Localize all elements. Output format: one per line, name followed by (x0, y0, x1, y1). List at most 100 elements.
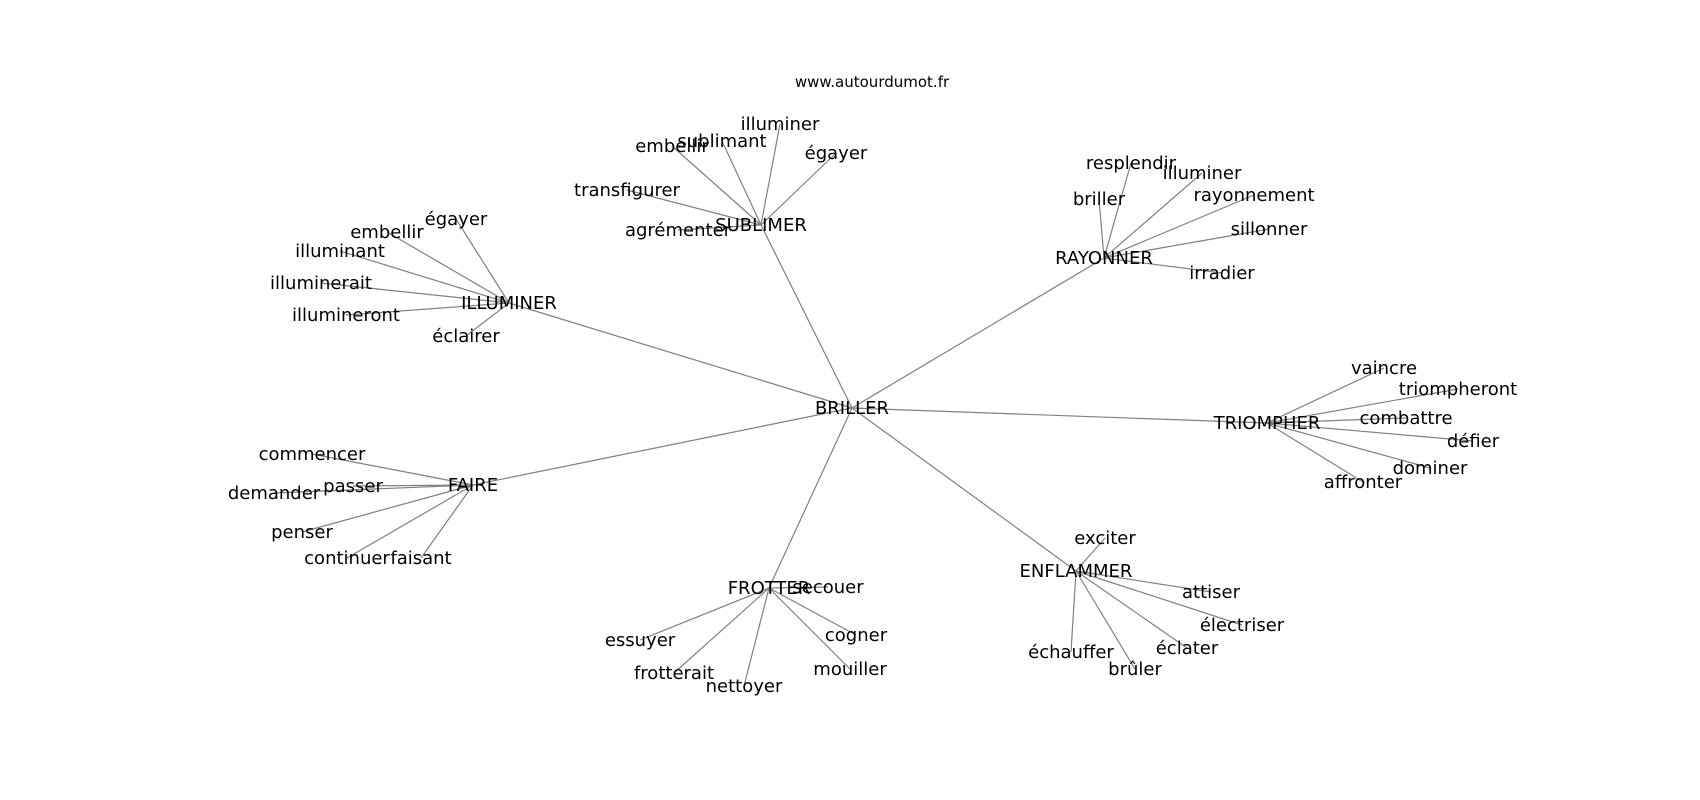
edge-triompher-child (1266, 417, 1407, 424)
child-word[interactable]: mouiller (813, 659, 887, 680)
child-word[interactable]: égayer (425, 209, 488, 230)
child-word[interactable]: éclairer (432, 326, 500, 347)
child-word[interactable]: sillonner (1231, 219, 1308, 240)
child-word[interactable]: passer (323, 476, 383, 497)
child-word[interactable]: transfigurer (574, 180, 681, 201)
child-word[interactable]: briller (1073, 189, 1126, 210)
child-word[interactable]: continuer (304, 548, 390, 569)
child-word[interactable]: égayer (805, 143, 868, 164)
edge-root-triompher (851, 407, 1268, 424)
child-word[interactable]: sublimant (677, 131, 766, 152)
edge-enflammer-child (1075, 570, 1136, 670)
child-word[interactable]: brûler (1108, 659, 1162, 680)
edge-frotter-child (743, 587, 770, 687)
child-word[interactable]: électriser (1200, 615, 1285, 636)
edge-triompher-child (1266, 422, 1431, 469)
child-word[interactable]: éclater (1156, 638, 1219, 659)
child-word[interactable]: dominer (1393, 458, 1468, 479)
child-word[interactable]: illuminant (295, 241, 385, 262)
edge-root-faire (472, 407, 853, 486)
cluster-word-triompher[interactable]: TRIOMPHER (1213, 413, 1321, 434)
child-word[interactable]: penser (271, 522, 333, 543)
edge-rayonner-child (1103, 194, 1255, 259)
child-word[interactable]: illuminer (741, 114, 820, 135)
child-word[interactable]: combattre (1359, 408, 1452, 429)
edge-sublimer-child (626, 189, 762, 226)
edge-frotter-child (673, 587, 770, 674)
edge-sublimer-child (760, 152, 837, 226)
edge-faire-child (311, 453, 474, 486)
edges-layer (273, 123, 1474, 687)
labels-layer: www.autourdumot.fr BRILLER embellirsubli… (228, 73, 1517, 697)
child-word[interactable]: illuminer (1163, 163, 1242, 184)
edge-rayonner-child (1098, 198, 1105, 259)
child-word[interactable]: faisant (390, 548, 451, 569)
edge-triompher-child (1266, 422, 1474, 442)
child-word[interactable]: embellir (635, 136, 709, 157)
child-word[interactable]: demander (228, 483, 321, 504)
edge-illuminer-child (455, 218, 510, 304)
child-word[interactable]: resplendir (1086, 153, 1177, 174)
edge-faire-child (273, 484, 474, 494)
cluster-word-frotter[interactable]: FROTTER (728, 578, 811, 599)
edge-frotter-child (768, 587, 851, 670)
cluster-word-sublimer[interactable]: SUBLIMER (715, 215, 807, 236)
child-word[interactable]: nettoyer (706, 676, 783, 697)
edge-frotter-child (768, 587, 857, 636)
edge-faire-child (420, 484, 474, 559)
cluster-word-faire[interactable]: FAIRE (448, 475, 498, 496)
edge-enflammer-child (1075, 570, 1212, 593)
edge-root-enflammer (851, 407, 1077, 572)
edge-rayonner-child (1103, 228, 1270, 259)
edge-frotter-child (639, 587, 770, 641)
child-word[interactable]: rayonnement (1193, 185, 1314, 206)
edge-illuminer-child (345, 302, 510, 316)
edge-sublimer-child (721, 140, 762, 226)
child-word[interactable]: irradier (1189, 263, 1255, 284)
edge-triompher-child (1266, 388, 1459, 424)
child-word[interactable]: secouer (792, 577, 864, 598)
child-word[interactable]: vaincre (1351, 358, 1417, 379)
edge-root-frotter (768, 407, 853, 589)
edge-sublimer-child (671, 145, 762, 226)
edge-enflammer-child (1075, 570, 1243, 626)
child-word[interactable]: exciter (1074, 528, 1136, 549)
edge-faire-child (301, 484, 474, 533)
child-word[interactable]: illuminerait (270, 273, 372, 294)
edge-root-illuminer (508, 302, 853, 409)
child-word[interactable]: attiser (1182, 582, 1241, 603)
child-word[interactable]: échauffer (1028, 642, 1114, 663)
edge-faire-child (352, 484, 474, 487)
edge-enflammer-child (1070, 570, 1077, 653)
edge-sublimer-child (760, 123, 781, 226)
cluster-word-rayonner[interactable]: RAYONNER (1055, 248, 1153, 269)
cluster-word-enflammer[interactable]: ENFLAMMER (1020, 561, 1133, 582)
root-word[interactable]: BRILLER (815, 398, 889, 419)
child-word[interactable]: agrémenter (625, 220, 732, 241)
child-word[interactable]: commencer (259, 444, 366, 465)
edge-illuminer-child (465, 302, 510, 337)
edge-sublimer-child (677, 224, 762, 231)
edge-root-rayonner (851, 257, 1105, 409)
edge-triompher-child (1266, 367, 1385, 424)
edge-illuminer-child (386, 231, 510, 304)
child-word[interactable]: essuyer (605, 630, 676, 651)
child-word[interactable]: triompheront (1399, 379, 1517, 400)
source-watermark: www.autourdumot.fr (795, 73, 950, 91)
edge-rayonner-child (1103, 172, 1203, 259)
cluster-word-illuminer[interactable]: ILLUMINER (461, 293, 557, 314)
child-word[interactable]: illumineront (292, 305, 400, 326)
child-word[interactable]: embellir (350, 222, 424, 243)
edge-faire-child (346, 484, 474, 559)
edge-enflammer-child (1075, 570, 1188, 649)
edge-frotter-child (768, 586, 829, 589)
child-word[interactable]: frotterait (634, 663, 714, 684)
child-word[interactable]: affronter (1324, 472, 1403, 493)
edge-illuminer-child (339, 250, 510, 304)
edge-rayonner-child (1103, 257, 1223, 274)
edge-root-sublimer (760, 224, 853, 409)
child-word[interactable]: défier (1447, 431, 1500, 452)
child-word[interactable]: cogner (825, 625, 888, 646)
edge-rayonner-child (1103, 162, 1132, 259)
